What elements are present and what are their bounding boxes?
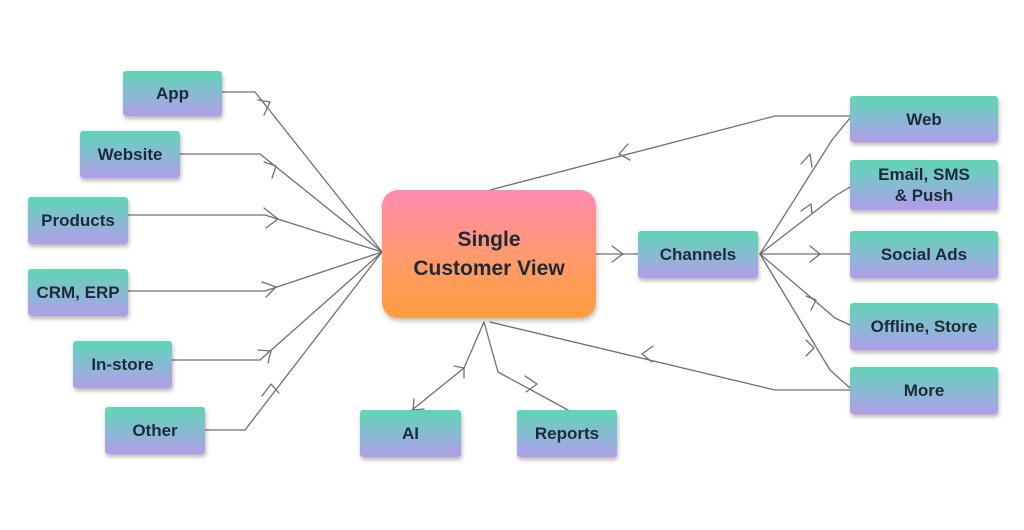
node-other-label: Other bbox=[132, 421, 178, 440]
connector-hub-more bbox=[759, 253, 851, 389]
connector-ai bbox=[411, 321, 485, 411]
connector-web-to-center bbox=[489, 115, 851, 191]
connector-products bbox=[127, 207, 383, 253]
node-channels-label: Channels bbox=[659, 245, 737, 264]
node-crm-erp-label: CRM, ERP bbox=[36, 283, 120, 302]
node-ai: AI bbox=[360, 410, 461, 457]
node-ai-label: AI bbox=[402, 424, 419, 443]
node-web-label: Web bbox=[906, 109, 942, 129]
node-email-sms-push: Email, SMS & Push bbox=[850, 160, 998, 210]
node-email-sms-push-label: Email, SMS & Push bbox=[878, 165, 970, 205]
node-crm-erp: CRM, ERP bbox=[28, 269, 128, 316]
connector-app bbox=[221, 91, 383, 253]
node-in-store-label: In-store bbox=[91, 355, 154, 374]
node-other: Other bbox=[105, 407, 205, 454]
node-reports-label: Reports bbox=[534, 424, 600, 443]
node-offline-store-label: Offline, Store bbox=[870, 317, 978, 336]
connector-website bbox=[179, 153, 383, 253]
connector-reports bbox=[483, 321, 569, 411]
connector-channels-hub bbox=[595, 245, 639, 263]
node-more-label: More bbox=[903, 381, 945, 400]
connector-hub-offline bbox=[759, 253, 851, 326]
node-social-ads-label: Social Ads bbox=[880, 245, 968, 264]
connector-hub-social bbox=[759, 245, 851, 263]
connector-in-store bbox=[171, 251, 383, 364]
connector-more-to-center bbox=[489, 321, 851, 391]
connector-other bbox=[204, 251, 383, 431]
node-website-label: Website bbox=[97, 145, 163, 164]
center-node-label: Single Customer View bbox=[413, 228, 565, 280]
node-in-store: In-store bbox=[73, 341, 172, 388]
node-offline-store: Offline, Store bbox=[850, 303, 998, 350]
node-products-label: Products bbox=[41, 211, 115, 230]
connector-hub-email bbox=[759, 186, 851, 255]
node-app-label: App bbox=[155, 84, 190, 103]
node-social-ads: Social Ads bbox=[850, 231, 998, 278]
node-app: App bbox=[123, 71, 222, 116]
node-more: More bbox=[850, 367, 998, 414]
node-reports: Reports bbox=[517, 410, 617, 457]
connector-crm-erp bbox=[127, 251, 383, 298]
node-products: Products bbox=[28, 197, 128, 244]
center-node-single-customer-view: Single Customer View bbox=[382, 190, 596, 318]
node-website: Website bbox=[80, 131, 180, 178]
connector-hub-web bbox=[759, 117, 851, 255]
node-web: Web bbox=[850, 96, 998, 142]
node-channels: Channels bbox=[638, 231, 758, 278]
